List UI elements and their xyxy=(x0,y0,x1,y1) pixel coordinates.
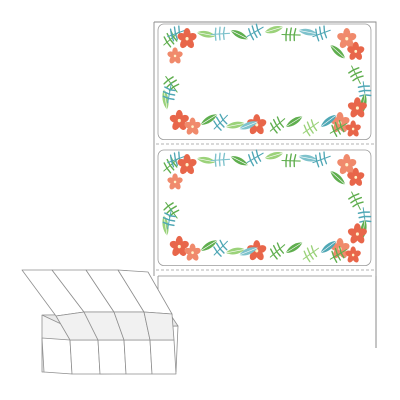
floral-label-1 xyxy=(158,23,373,140)
label-sheet xyxy=(153,21,377,348)
floral-label-2 xyxy=(158,149,373,266)
folded-label-stack-icon xyxy=(21,269,179,375)
